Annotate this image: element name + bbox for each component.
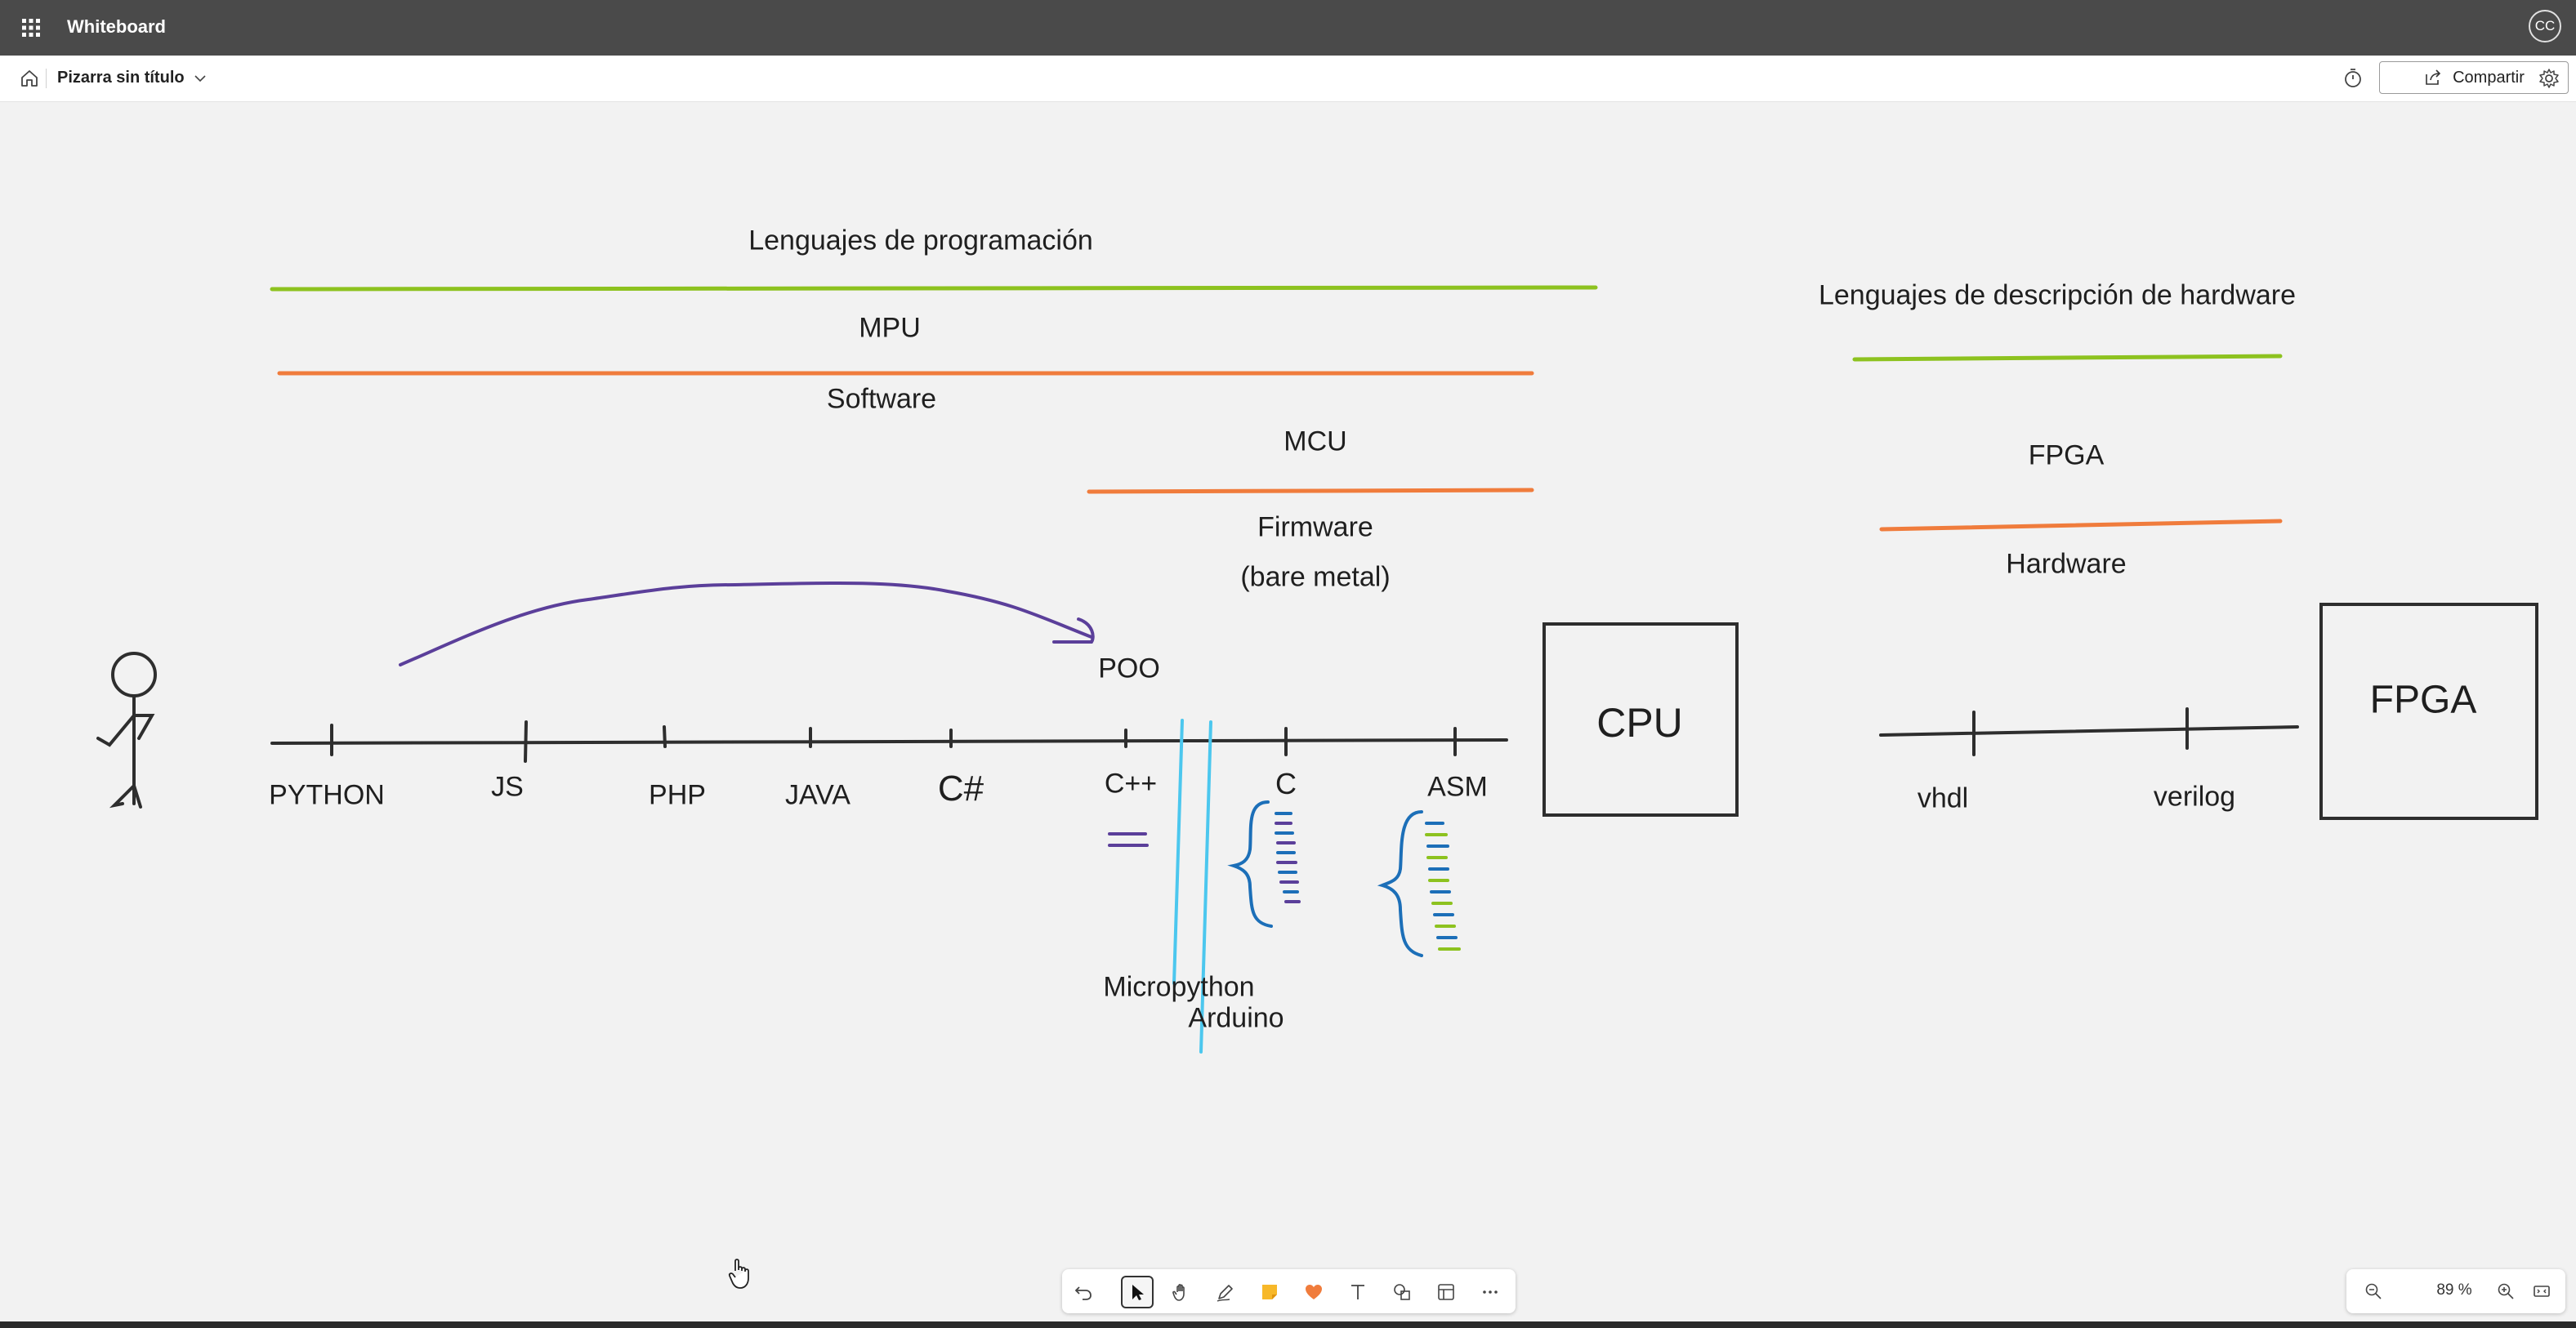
share-button[interactable]: Compartir bbox=[2379, 61, 2569, 94]
green-line-programming bbox=[270, 285, 1598, 292]
label-php[interactable]: PHP bbox=[649, 779, 706, 811]
hand-icon bbox=[1172, 1284, 1185, 1301]
purple-arrow-head bbox=[1052, 617, 1095, 644]
sticky-note-tool[interactable] bbox=[1253, 1276, 1286, 1308]
select-tool[interactable] bbox=[1121, 1276, 1154, 1308]
label-bare-metal[interactable]: (bare metal) bbox=[1240, 561, 1391, 593]
undo-button[interactable] bbox=[1067, 1276, 1100, 1308]
cyan-line-2 bbox=[1199, 720, 1212, 1054]
heart-icon bbox=[1306, 1285, 1322, 1299]
label-mpu[interactable]: MPU bbox=[859, 312, 921, 344]
chevron-down-icon bbox=[194, 74, 206, 82]
zoom-out-icon bbox=[2365, 1283, 2382, 1299]
label-python[interactable]: PYTHON bbox=[269, 779, 385, 811]
zoom-in-button[interactable] bbox=[2492, 1277, 2520, 1305]
more-icon bbox=[1483, 1290, 1498, 1294]
window-bottom-edge bbox=[0, 1321, 2576, 1328]
label-cpu[interactable]: CPU bbox=[1596, 700, 1683, 746]
sticky-note-icon bbox=[1262, 1285, 1277, 1299]
label-micropython[interactable]: Micropython bbox=[1103, 971, 1255, 1003]
label-java[interactable]: JAVA bbox=[785, 779, 850, 811]
pen-icon bbox=[1217, 1285, 1233, 1302]
drawing-toolbar bbox=[1062, 1269, 1516, 1313]
board-name-dropdown[interactable]: Pizarra sin título bbox=[57, 69, 208, 87]
label-js[interactable]: JS bbox=[491, 771, 524, 803]
timer-icon[interactable] bbox=[2342, 67, 2364, 90]
label-arduino[interactable]: Arduino bbox=[1188, 1002, 1284, 1034]
share-label: Compartir bbox=[2453, 68, 2525, 87]
whiteboard-canvas[interactable]: Lenguajes de programación MPU Software M… bbox=[0, 101, 2576, 1328]
green-line-hardware bbox=[1852, 354, 2283, 362]
tick-js bbox=[524, 720, 528, 763]
reaction-tool[interactable] bbox=[1297, 1276, 1330, 1308]
fpga-box bbox=[2319, 603, 2538, 820]
label-mcu[interactable]: MCU bbox=[1284, 426, 1347, 457]
label-vhdl[interactable]: vhdl bbox=[1917, 782, 1969, 814]
canvas-drawings bbox=[96, 285, 2538, 1054]
fit-screen-icon bbox=[2534, 1286, 2550, 1297]
hand-cursor-icon bbox=[728, 1259, 749, 1289]
timeline-axis bbox=[270, 738, 1508, 745]
gear-icon[interactable] bbox=[2538, 67, 2560, 90]
c-brace bbox=[1227, 800, 1273, 928]
text-tool[interactable] bbox=[1342, 1276, 1374, 1308]
fit-to-screen-button[interactable] bbox=[2528, 1277, 2556, 1305]
hand-tool[interactable] bbox=[1165, 1276, 1198, 1308]
cpu-box bbox=[1542, 622, 1739, 817]
asm-brace bbox=[1377, 810, 1423, 957]
template-tool[interactable] bbox=[1430, 1276, 1462, 1308]
app-launcher-icon[interactable] bbox=[20, 16, 42, 39]
more-options-button[interactable] bbox=[1474, 1276, 1507, 1308]
app-header: Whiteboard CC bbox=[0, 0, 2576, 56]
board-header: Pizarra sin título Compartir bbox=[0, 56, 2576, 102]
purple-arrow bbox=[399, 581, 1093, 666]
board-name-label: Pizarra sin título bbox=[57, 69, 185, 87]
zoom-level[interactable]: 89 % bbox=[2436, 1281, 2472, 1299]
pointer-icon bbox=[1132, 1285, 1144, 1300]
label-asm[interactable]: ASM bbox=[1427, 771, 1488, 803]
orange-line-mcu bbox=[1087, 488, 1534, 494]
share-icon bbox=[2426, 69, 2441, 85]
label-c[interactable]: C bbox=[1275, 767, 1297, 800]
stick-figure bbox=[96, 652, 157, 809]
label-cpp[interactable]: C++ bbox=[1104, 768, 1158, 800]
label-hardware[interactable]: Hardware bbox=[2006, 548, 2127, 580]
label-fpga[interactable]: FPGA bbox=[2028, 439, 2105, 471]
orange-line-fpga bbox=[1879, 519, 2283, 532]
text-icon bbox=[1351, 1285, 1364, 1299]
hdl-axis bbox=[1879, 725, 2299, 737]
zoom-in-icon bbox=[2498, 1283, 2514, 1299]
label-software[interactable]: Software bbox=[826, 383, 937, 415]
tick-php bbox=[663, 725, 667, 748]
label-fpga-box[interactable]: FPGA bbox=[2369, 678, 2477, 722]
title-hardware-languages[interactable]: Lenguajes de descripción de hardware bbox=[1818, 279, 2297, 311]
label-poo[interactable]: POO bbox=[1098, 653, 1160, 684]
user-avatar[interactable]: CC bbox=[2529, 10, 2561, 42]
zoom-out-button[interactable] bbox=[2359, 1277, 2387, 1305]
divider bbox=[46, 69, 47, 88]
shapes-tool[interactable] bbox=[1386, 1276, 1418, 1308]
pen-tool[interactable] bbox=[1209, 1276, 1242, 1308]
label-csharp[interactable]: C# bbox=[937, 769, 984, 809]
shapes-icon bbox=[1394, 1284, 1410, 1300]
cyan-line-1 bbox=[1172, 719, 1184, 985]
undo-icon bbox=[1074, 1286, 1092, 1300]
label-firmware[interactable]: Firmware bbox=[1257, 511, 1373, 543]
app-title: Whiteboard bbox=[67, 16, 166, 37]
template-icon bbox=[1438, 1284, 1454, 1300]
zoom-controls: 89 % bbox=[2346, 1269, 2565, 1313]
label-verilog[interactable]: verilog bbox=[2153, 781, 2236, 813]
title-programming-languages[interactable]: Lenguajes de programación bbox=[748, 225, 1093, 256]
home-icon[interactable] bbox=[18, 67, 41, 90]
